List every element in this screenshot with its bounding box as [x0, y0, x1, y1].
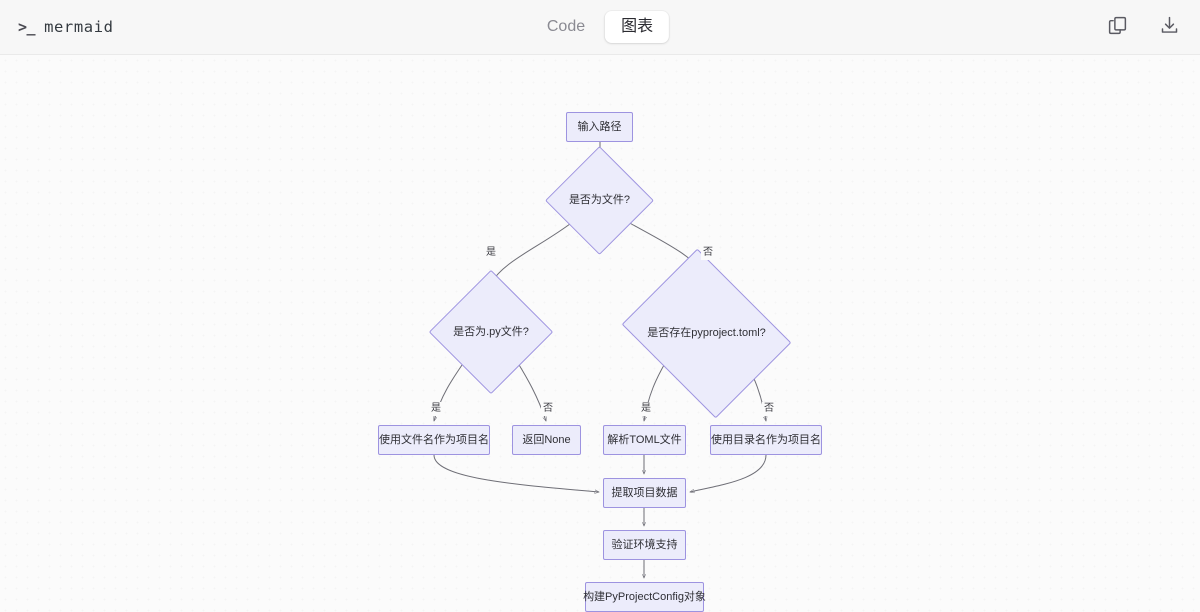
- node-label: 提取项目数据: [611, 486, 678, 499]
- flowchart: 输入路径是否为文件? 是否为.py文件? 是否存在pyproject.toml? 使用…: [0, 55, 1200, 612]
- flowchart-node-n2[interactable]: 是否为文件?: [545, 146, 654, 255]
- edge-label: 是: [429, 402, 443, 416]
- edge-label: 是: [484, 246, 498, 260]
- terminal-prompt-icon: >_: [18, 18, 36, 36]
- node-label: 是否为.py文件?: [453, 325, 529, 338]
- download-icon: [1159, 15, 1180, 39]
- flowchart-node-n4[interactable]: 是否存在pyproject.toml?: [621, 248, 792, 419]
- app-title: mermaid: [44, 18, 114, 36]
- node-label: 输入路径: [577, 120, 622, 133]
- node-label: 使用目录名作为项目名: [711, 433, 821, 446]
- flowchart-node-n1[interactable]: 输入路径: [566, 112, 633, 142]
- copy-button[interactable]: [1104, 14, 1130, 40]
- node-label: 返回None: [522, 433, 571, 446]
- node-label: 构建PyProjectConfig对象: [583, 590, 706, 603]
- edge-label: 否: [701, 246, 715, 260]
- flowchart-node-n3[interactable]: 是否为.py文件?: [428, 269, 554, 395]
- flowchart-node-n5[interactable]: 使用文件名作为项目名: [378, 425, 490, 455]
- node-label: 使用文件名作为项目名: [379, 433, 489, 446]
- flowchart-node-n8[interactable]: 使用目录名作为项目名: [710, 425, 822, 455]
- copy-icon: [1107, 15, 1128, 39]
- node-label: 是否为文件?: [568, 194, 631, 206]
- flowchart-node-n7[interactable]: 解析TOML文件: [603, 425, 686, 455]
- edge-label: 否: [762, 402, 776, 416]
- app-header: >_ mermaid Code 图表: [0, 0, 1200, 55]
- brand-logo: >_ mermaid: [18, 18, 114, 36]
- node-label: 是否存在pyproject.toml?: [647, 327, 766, 339]
- edge-label: 是: [639, 402, 653, 416]
- flowchart-edge: [433, 454, 599, 492]
- flowchart-node-n10[interactable]: 验证环境支持: [603, 530, 686, 560]
- edge-label: 否: [541, 402, 555, 416]
- flowchart-node-n9[interactable]: 提取项目数据: [603, 478, 686, 508]
- flowchart-node-n11[interactable]: 构建PyProjectConfig对象: [583, 582, 706, 612]
- flowchart-edge: [690, 454, 767, 492]
- view-tab-switcher: Code 图表: [528, 8, 672, 46]
- flowchart-node-n6[interactable]: 返回None: [512, 425, 581, 455]
- diagram-canvas[interactable]: 输入路径是否为文件? 是否为.py文件? 是否存在pyproject.toml? 使用…: [0, 55, 1200, 612]
- download-button[interactable]: [1156, 14, 1182, 40]
- node-label: 验证环境支持: [611, 538, 678, 551]
- node-label: 解析TOML文件: [607, 433, 682, 446]
- tab-diagram[interactable]: 图表: [605, 11, 670, 43]
- header-actions: [1104, 14, 1182, 40]
- tab-code[interactable]: Code: [531, 11, 601, 43]
